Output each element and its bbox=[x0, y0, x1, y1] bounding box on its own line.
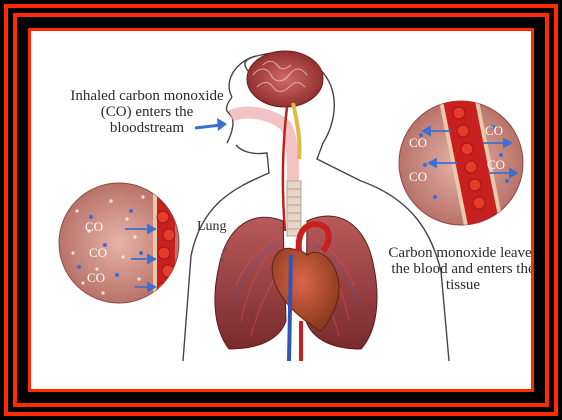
co-label-left-2: CO bbox=[89, 245, 107, 260]
co-label-right-1: CO bbox=[409, 135, 427, 150]
magnified-lung-tissue bbox=[59, 181, 179, 311]
co-label-left-1: CO bbox=[85, 219, 103, 234]
co-label-left-3: CO bbox=[87, 270, 105, 285]
co-leaves-blood-label: Carbon monoxide leaves the blood and ent… bbox=[383, 245, 531, 293]
co-label-right-3: CO bbox=[485, 123, 503, 138]
inhaled-co-label: Inhaled carbon monoxide (CO) enters the … bbox=[67, 88, 227, 136]
diagram-canvas: CO CO CO bbox=[31, 31, 531, 389]
vena-cava bbox=[289, 255, 291, 361]
lung-label: Lung bbox=[197, 219, 237, 235]
diagram-svg: CO CO CO bbox=[31, 31, 531, 389]
co-label-right-2: CO bbox=[409, 169, 427, 184]
co-label-right-4: CO bbox=[487, 157, 505, 172]
